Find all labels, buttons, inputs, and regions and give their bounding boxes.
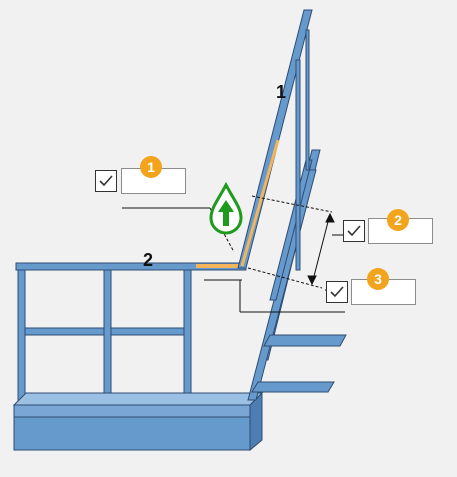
callout-1-badge: 1 [140,156,162,178]
railing-frame [12,262,264,452]
stair-steps [251,334,347,393]
member-label-1: 1 [276,82,287,102]
drop-handle-icon[interactable] [208,181,244,238]
callout-2-badge: 2 [387,209,409,231]
selected-edge-inclined [240,139,280,267]
posts [295,29,310,271]
checkmark-icon [347,225,361,237]
callout-3-badge: 3 [367,268,389,290]
checkmark-icon [99,175,113,187]
checkmark-icon [330,286,344,298]
callout-3-checkbox[interactable] [326,281,348,303]
member-label-2: 2 [143,250,154,270]
callout-1-checkbox[interactable] [95,170,117,192]
dimension-lines [122,195,346,313]
callout-2-checkbox[interactable] [343,220,365,242]
